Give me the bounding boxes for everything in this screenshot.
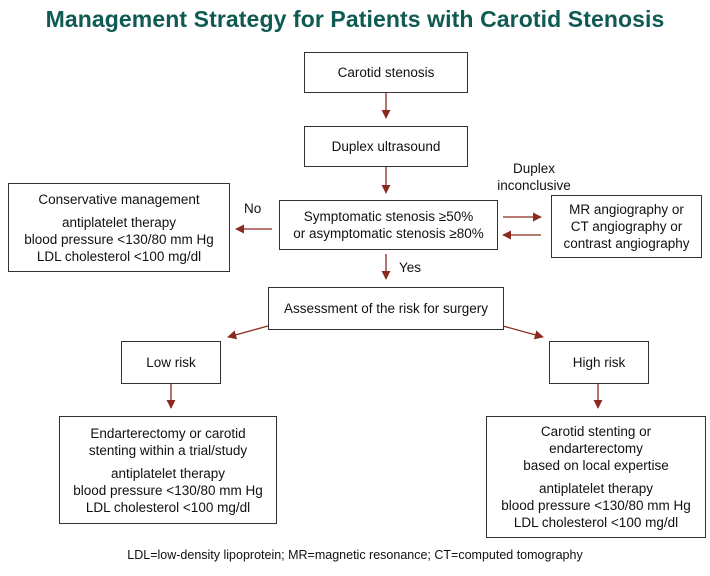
high-risk-treatment-box: Carotid stenting or endarterectomy based… (486, 416, 706, 538)
high-treatment-heading-2: endarterectomy (549, 441, 643, 456)
footnote: LDL=low-density lipoprotein; MR=magnetic… (127, 548, 583, 562)
high-risk-box: High risk (549, 341, 649, 384)
carotid-stenosis-box: Carotid stenosis (304, 52, 468, 93)
yes-label: Yes (399, 260, 422, 275)
high-treatment-line-3: LDL cholesterol <100 mg/dl (513, 515, 679, 530)
mr-line-2: CT angiography or (570, 219, 683, 234)
no-label: No (244, 201, 262, 216)
mr-angiography-box: MR angiography or CT angiography or cont… (551, 195, 702, 258)
low-treatment-line-1: antiplatelet therapy (110, 465, 226, 481)
high-treatment-heading-3: based on local expertise (523, 458, 669, 473)
high-treatment-line-2: blood pressure <130/80 mm Hg (501, 498, 691, 513)
low-risk-label: Low risk (146, 355, 196, 370)
low-risk-box: Low risk (121, 341, 221, 384)
low-treatment-heading-2: stenting within a trial/study (88, 442, 248, 458)
low-treatment-line-2: blood pressure <130/80 mm Hg (73, 482, 263, 498)
mr-line-3: contrast angiography (563, 236, 690, 251)
symptomatic-line-1: Symptomatic stenosis ≥50% (303, 209, 474, 224)
conservative-line-2: blood pressure <130/80 mm Hg (24, 231, 214, 247)
conservative-line-3: LDL cholesterol <100 mg/dl (36, 248, 202, 264)
risk-assessment-label: Assessment of the risk for surgery (283, 301, 489, 316)
symptomatic-line-2: or asymptomatic stenosis ≥80% (293, 226, 484, 241)
high-treatment-heading-1: Carotid stenting or (540, 424, 652, 439)
arrow-assessment-to-low (227, 325, 269, 340)
duplex-ultrasound-label: Duplex ultrasound (331, 139, 441, 154)
symptomatic-stenosis-box: Symptomatic stenosis ≥50% or asymptomati… (279, 200, 498, 250)
conservative-heading: Conservative management (38, 191, 200, 207)
high-treatment-line-1: antiplatelet therapy (538, 481, 654, 496)
duplex-inconclusive-line-1: Duplex (512, 161, 556, 176)
high-risk-label: High risk (572, 355, 626, 370)
low-treatment-heading-1: Endarterectomy or carotid (90, 425, 246, 441)
page-title: Management Strategy for Patients with Ca… (45, 6, 665, 32)
risk-assessment-box: Assessment of the risk for surgery (268, 287, 504, 330)
conservative-line-1: antiplatelet therapy (61, 214, 177, 230)
low-treatment-line-3: LDL cholesterol <100 mg/dl (85, 499, 251, 515)
carotid-stenosis-label: Carotid stenosis (337, 65, 435, 80)
duplex-inconclusive-line-2: inconclusive (497, 178, 571, 193)
duplex-ultrasound-box: Duplex ultrasound (304, 126, 468, 167)
conservative-management-box: Conservative management antiplatelet the… (8, 183, 230, 272)
mr-line-1: MR angiography or (569, 202, 684, 217)
low-risk-treatment-box: Endarterectomy or carotid stenting withi… (59, 416, 277, 524)
arrow-assessment-to-high (502, 325, 544, 340)
duplex-inconclusive-label: Duplex inconclusive (484, 160, 584, 194)
